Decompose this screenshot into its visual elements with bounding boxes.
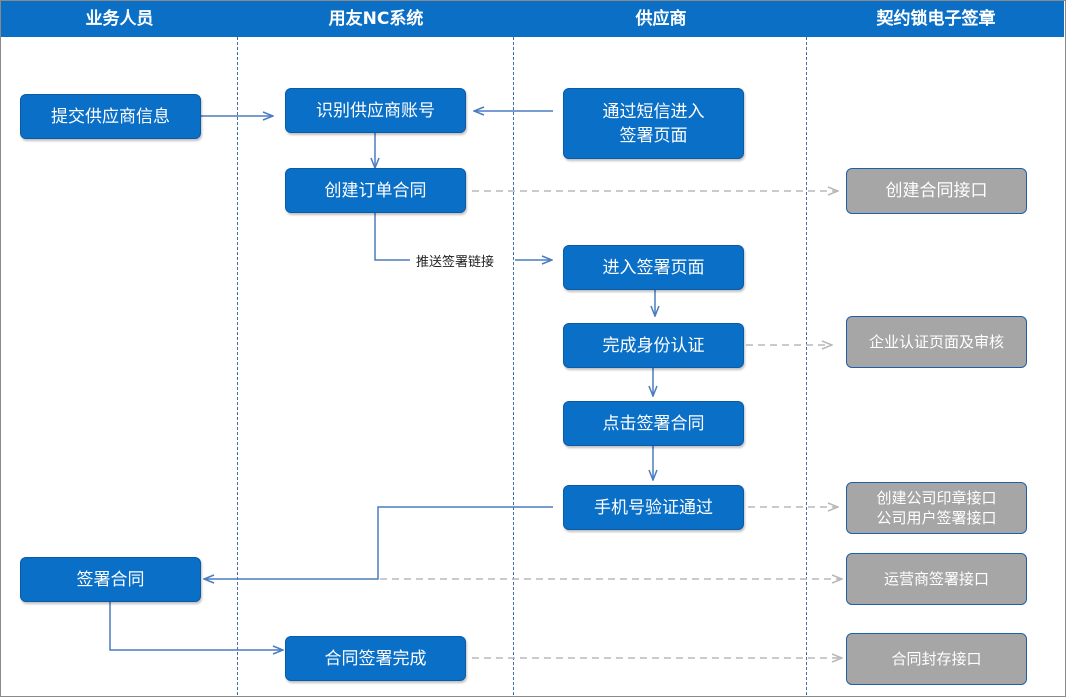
node-phone-verify[interactable]: 手机号验证通过 — [563, 485, 744, 530]
node-identity-auth[interactable]: 完成身份认证 — [563, 323, 744, 368]
node-sms-enter-sign-page[interactable]: 通过短信进入 签署页面 — [563, 88, 744, 159]
node-api-archive[interactable]: 合同封存接口 — [846, 633, 1027, 685]
lane-divider-2 — [513, 37, 514, 695]
node-api-seal-and-user-sign[interactable]: 创建公司印章接口 公司用户签署接口 — [846, 482, 1027, 534]
node-api-create-contract[interactable]: 创建合同接口 — [846, 168, 1027, 214]
swimlane-header: 业务人员 用友NC系统 供应商 契约锁电子签章 — [1, 1, 1064, 37]
node-create-order-contract[interactable]: 创建订单合同 — [285, 168, 466, 213]
node-api-operator-sign[interactable]: 运营商签署接口 — [846, 553, 1027, 605]
node-click-sign-contract[interactable]: 点击签署合同 — [563, 401, 744, 446]
node-enter-sign-page[interactable]: 进入签署页面 — [563, 245, 744, 290]
node-identify-supplier-account[interactable]: 识别供应商账号 — [285, 88, 466, 133]
edge-sign-to-complete — [109, 602, 283, 650]
lane-divider-1 — [237, 37, 238, 695]
node-submit-supplier-info[interactable]: 提交供应商信息 — [20, 94, 201, 139]
node-api-company-auth[interactable]: 企业认证页面及审核 — [846, 316, 1027, 368]
lane-title-nc: 用友NC系统 — [328, 9, 424, 29]
edge-create-to-enter — [374, 213, 410, 261]
edge-label-push-link: 推送签署链接 — [416, 255, 495, 270]
lane-divider-3 — [806, 37, 807, 695]
lane-title-supplier: 供应商 — [635, 9, 687, 29]
lane-title-sales: 业务人员 — [85, 9, 154, 29]
edge-verify-to-sign — [204, 506, 553, 579]
node-contract-sign-complete[interactable]: 合同签署完成 — [285, 636, 466, 681]
lane-title-esign: 契约锁电子签章 — [876, 9, 996, 29]
node-sign-contract[interactable]: 签署合同 — [20, 557, 201, 602]
